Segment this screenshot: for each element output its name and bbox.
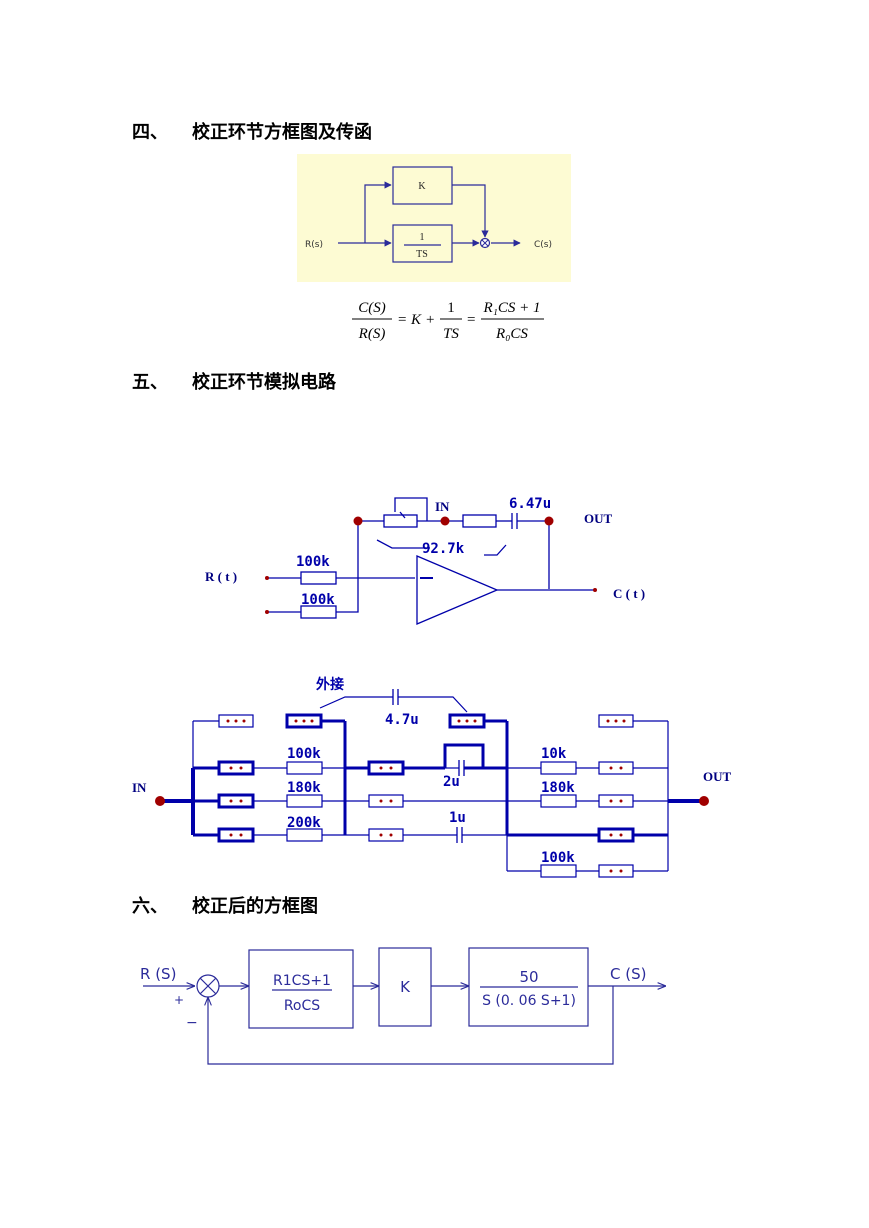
- resistor-100k-right: [540, 864, 577, 878]
- analog-circuit-1: [267, 497, 595, 625]
- node-in-label: IN: [435, 499, 450, 514]
- output-ct-label: C ( t ): [613, 586, 645, 601]
- section-heading-6: 六、 校正后的方框图: [132, 892, 318, 918]
- right-res-label-1: 180k: [541, 780, 575, 796]
- circuit1-nodes: [265, 516, 597, 614]
- section-title: 校正后的方框图: [192, 896, 318, 917]
- summing-junction: [479, 237, 491, 249]
- formula-k: K: [410, 312, 422, 328]
- input-label: R(s): [305, 240, 323, 250]
- formula-frac-numerator: 1: [447, 300, 455, 316]
- section-title: 校正环节模拟电路: [192, 372, 336, 393]
- resistor-200k: [286, 828, 323, 842]
- section-title: 校正环节方框图及传函: [192, 122, 372, 143]
- node-out-label: OUT: [584, 511, 613, 526]
- resistor-100k-a: [300, 571, 337, 585]
- jumper-blocks: [155, 713, 709, 878]
- left-res-label-0: 100k: [287, 746, 321, 762]
- plant-denominator: S (0. 06 S+1): [482, 993, 576, 1009]
- external-label: 外接: [316, 676, 344, 693]
- resistor-100k: [286, 761, 323, 775]
- formula-lhs-numerator: C(S): [358, 300, 386, 316]
- plus-sign: +: [174, 993, 184, 1007]
- formula-frac-denominator: TS: [443, 326, 459, 342]
- left-res-label-2: 200k: [287, 815, 321, 831]
- cap-value-label: 6.47u: [509, 496, 551, 512]
- resistor-10k: [540, 761, 577, 775]
- r2-value-label: 100k: [301, 592, 335, 608]
- gain-block-2: [378, 947, 432, 1027]
- formula-rhs-numerator: R₁CS + 1: [482, 300, 540, 316]
- right-res-label-2: 100k: [541, 850, 575, 866]
- left-res-label-1: 180k: [287, 780, 321, 796]
- integrator-numerator: 1: [420, 232, 425, 243]
- compensator-denominator: RoCS: [284, 998, 320, 1014]
- section-number: 六、: [132, 896, 168, 917]
- block-diagram-background: [297, 154, 571, 282]
- formula-equals-2: =: [467, 312, 475, 328]
- right-res-label-0: 10k: [541, 746, 567, 762]
- section-number: 五、: [132, 372, 168, 393]
- circuit2-in-label: IN: [132, 780, 147, 795]
- input-rs-label: R (S): [140, 965, 176, 983]
- transfer-function-formula: C(S) R(S) = K + 1 TS = R₁CS + 1 R₀CS: [352, 300, 544, 342]
- formula-plus: +: [426, 312, 434, 328]
- op-amp: [416, 555, 499, 625]
- resistor-180k-right: [540, 794, 577, 808]
- circuit2-out-label: OUT: [703, 769, 732, 784]
- output-cs-label: C (S): [610, 965, 646, 983]
- cap-ext-label: 4.7u: [385, 712, 419, 728]
- resistor-series: [462, 514, 497, 528]
- gain-k-label: K: [400, 978, 411, 996]
- plant-block: [468, 947, 589, 1027]
- section-heading-5: 五、 校正环节模拟电路: [132, 368, 336, 394]
- block-diagram-2: [143, 947, 666, 1065]
- formula-equals-1: =: [398, 312, 406, 328]
- integrator-denominator: TS: [416, 249, 428, 260]
- cap-1u-label: 1u: [449, 810, 466, 826]
- r1-value-label: 100k: [296, 554, 330, 570]
- resistor-180k: [286, 794, 323, 808]
- plant-numerator: 50: [519, 968, 538, 986]
- formula-lhs-denominator: R(S): [358, 326, 386, 342]
- compensator-numerator: R1CS+1: [273, 973, 331, 989]
- minus-sign: −: [186, 1015, 198, 1031]
- section-heading-4: 四、 校正环节方框图及传函: [132, 118, 372, 144]
- potentiometer: [383, 514, 418, 528]
- section-number: 四、: [132, 122, 168, 143]
- compensator-block: [248, 949, 354, 1029]
- pot-value-label: 92.7k: [422, 541, 465, 557]
- output-label: C(s): [534, 240, 552, 250]
- formula-rhs-denominator: R₀CS: [495, 326, 528, 342]
- analog-circuit-2: [160, 689, 704, 878]
- cap-2u-label: 2u: [443, 774, 460, 790]
- gain-label: K: [418, 181, 426, 192]
- input-rt-label: R ( t ): [205, 569, 237, 584]
